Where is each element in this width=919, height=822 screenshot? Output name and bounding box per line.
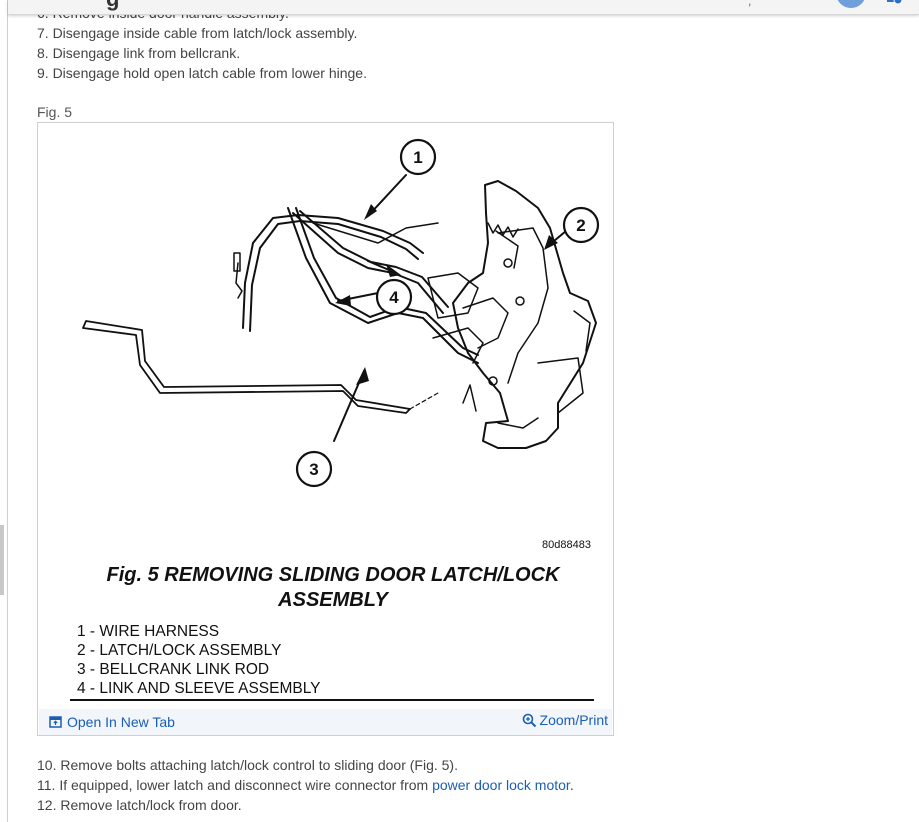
callout-3-circle [295,450,333,488]
open-in-new-tab-link[interactable]: Open In New Tab [49,714,175,730]
figure-heading: Fig. 5 REMOVING SLIDING DOOR LATCH/LOCK … [38,563,628,613]
zoom-icon [522,713,536,727]
step-8: 8. Disengage link from bellcrank. [37,45,241,61]
zoom-print-label: Zoom/Print [539,712,608,728]
open-in-new-tab-label: Open In New Tab [67,714,175,730]
figure-heading-line2: ASSEMBLY [278,589,388,611]
top-header-bar: g , [8,0,919,15]
figure-code: 80d88483 [542,539,591,551]
step-11: 11. If equipped, lower latch and disconn… [37,777,574,793]
callout-3: 3 [309,460,318,479]
legend-item: 1 - WIRE HARNESS [77,623,220,640]
left-scroll-handle[interactable] [0,525,4,595]
legend-item: 2 - LATCH/LOCK ASSEMBLY [77,642,282,659]
avatar[interactable] [836,0,866,8]
callout-1: 1 [413,148,422,167]
figure-label: Fig. 5 [37,104,73,120]
step-11-suffix: . [569,777,574,793]
callout-2: 2 [576,216,585,235]
header-mark: , [748,0,752,8]
callout-4-circle [375,278,413,316]
step-11-prefix: 11. If equipped, lower latch and disconn… [37,777,433,793]
open-tab-icon [49,716,62,728]
figure-heading-line1: Fig. 5 REMOVING SLIDING DOOR LATCH/LOCK [106,564,560,586]
page-title-fragment: g [106,0,119,12]
zoom-print-link[interactable]: Zoom/Print [522,712,608,728]
figure-footer: Open In New Tab Zoom/Print [39,709,612,735]
legend-item: 4 - LINK AND SLEEVE ASSEMBLY [77,680,321,697]
figure-legend: 1 - WIRE HARNESS 2 - LATCH/LOCK ASSEMBLY… [77,622,321,698]
figure-container: 1 2 3 4 80d88483 Fig. 5 REMOVING SLIDING… [37,122,614,736]
step-10: 10. Remove bolts attaching latch/lock co… [37,757,458,773]
step-9: 9. Disengage hold open latch cable from … [37,65,367,81]
callout-1-circle [399,138,437,176]
latch-diagram: 1 2 3 4 [82,138,600,488]
step-12: 12. Remove latch/lock from door. [37,797,242,813]
callout-2-circle [562,206,600,244]
power-door-lock-motor-link[interactable]: power door lock motor [432,777,570,793]
callout-4: 4 [389,288,399,307]
legend-rule [70,699,594,701]
step-7: 7. Disengage inside cable from latch/loc… [37,25,358,41]
notification-icon[interactable] [885,0,903,6]
legend-item: 3 - BELLCRANK LINK ROD [77,661,270,678]
left-border [7,0,8,822]
